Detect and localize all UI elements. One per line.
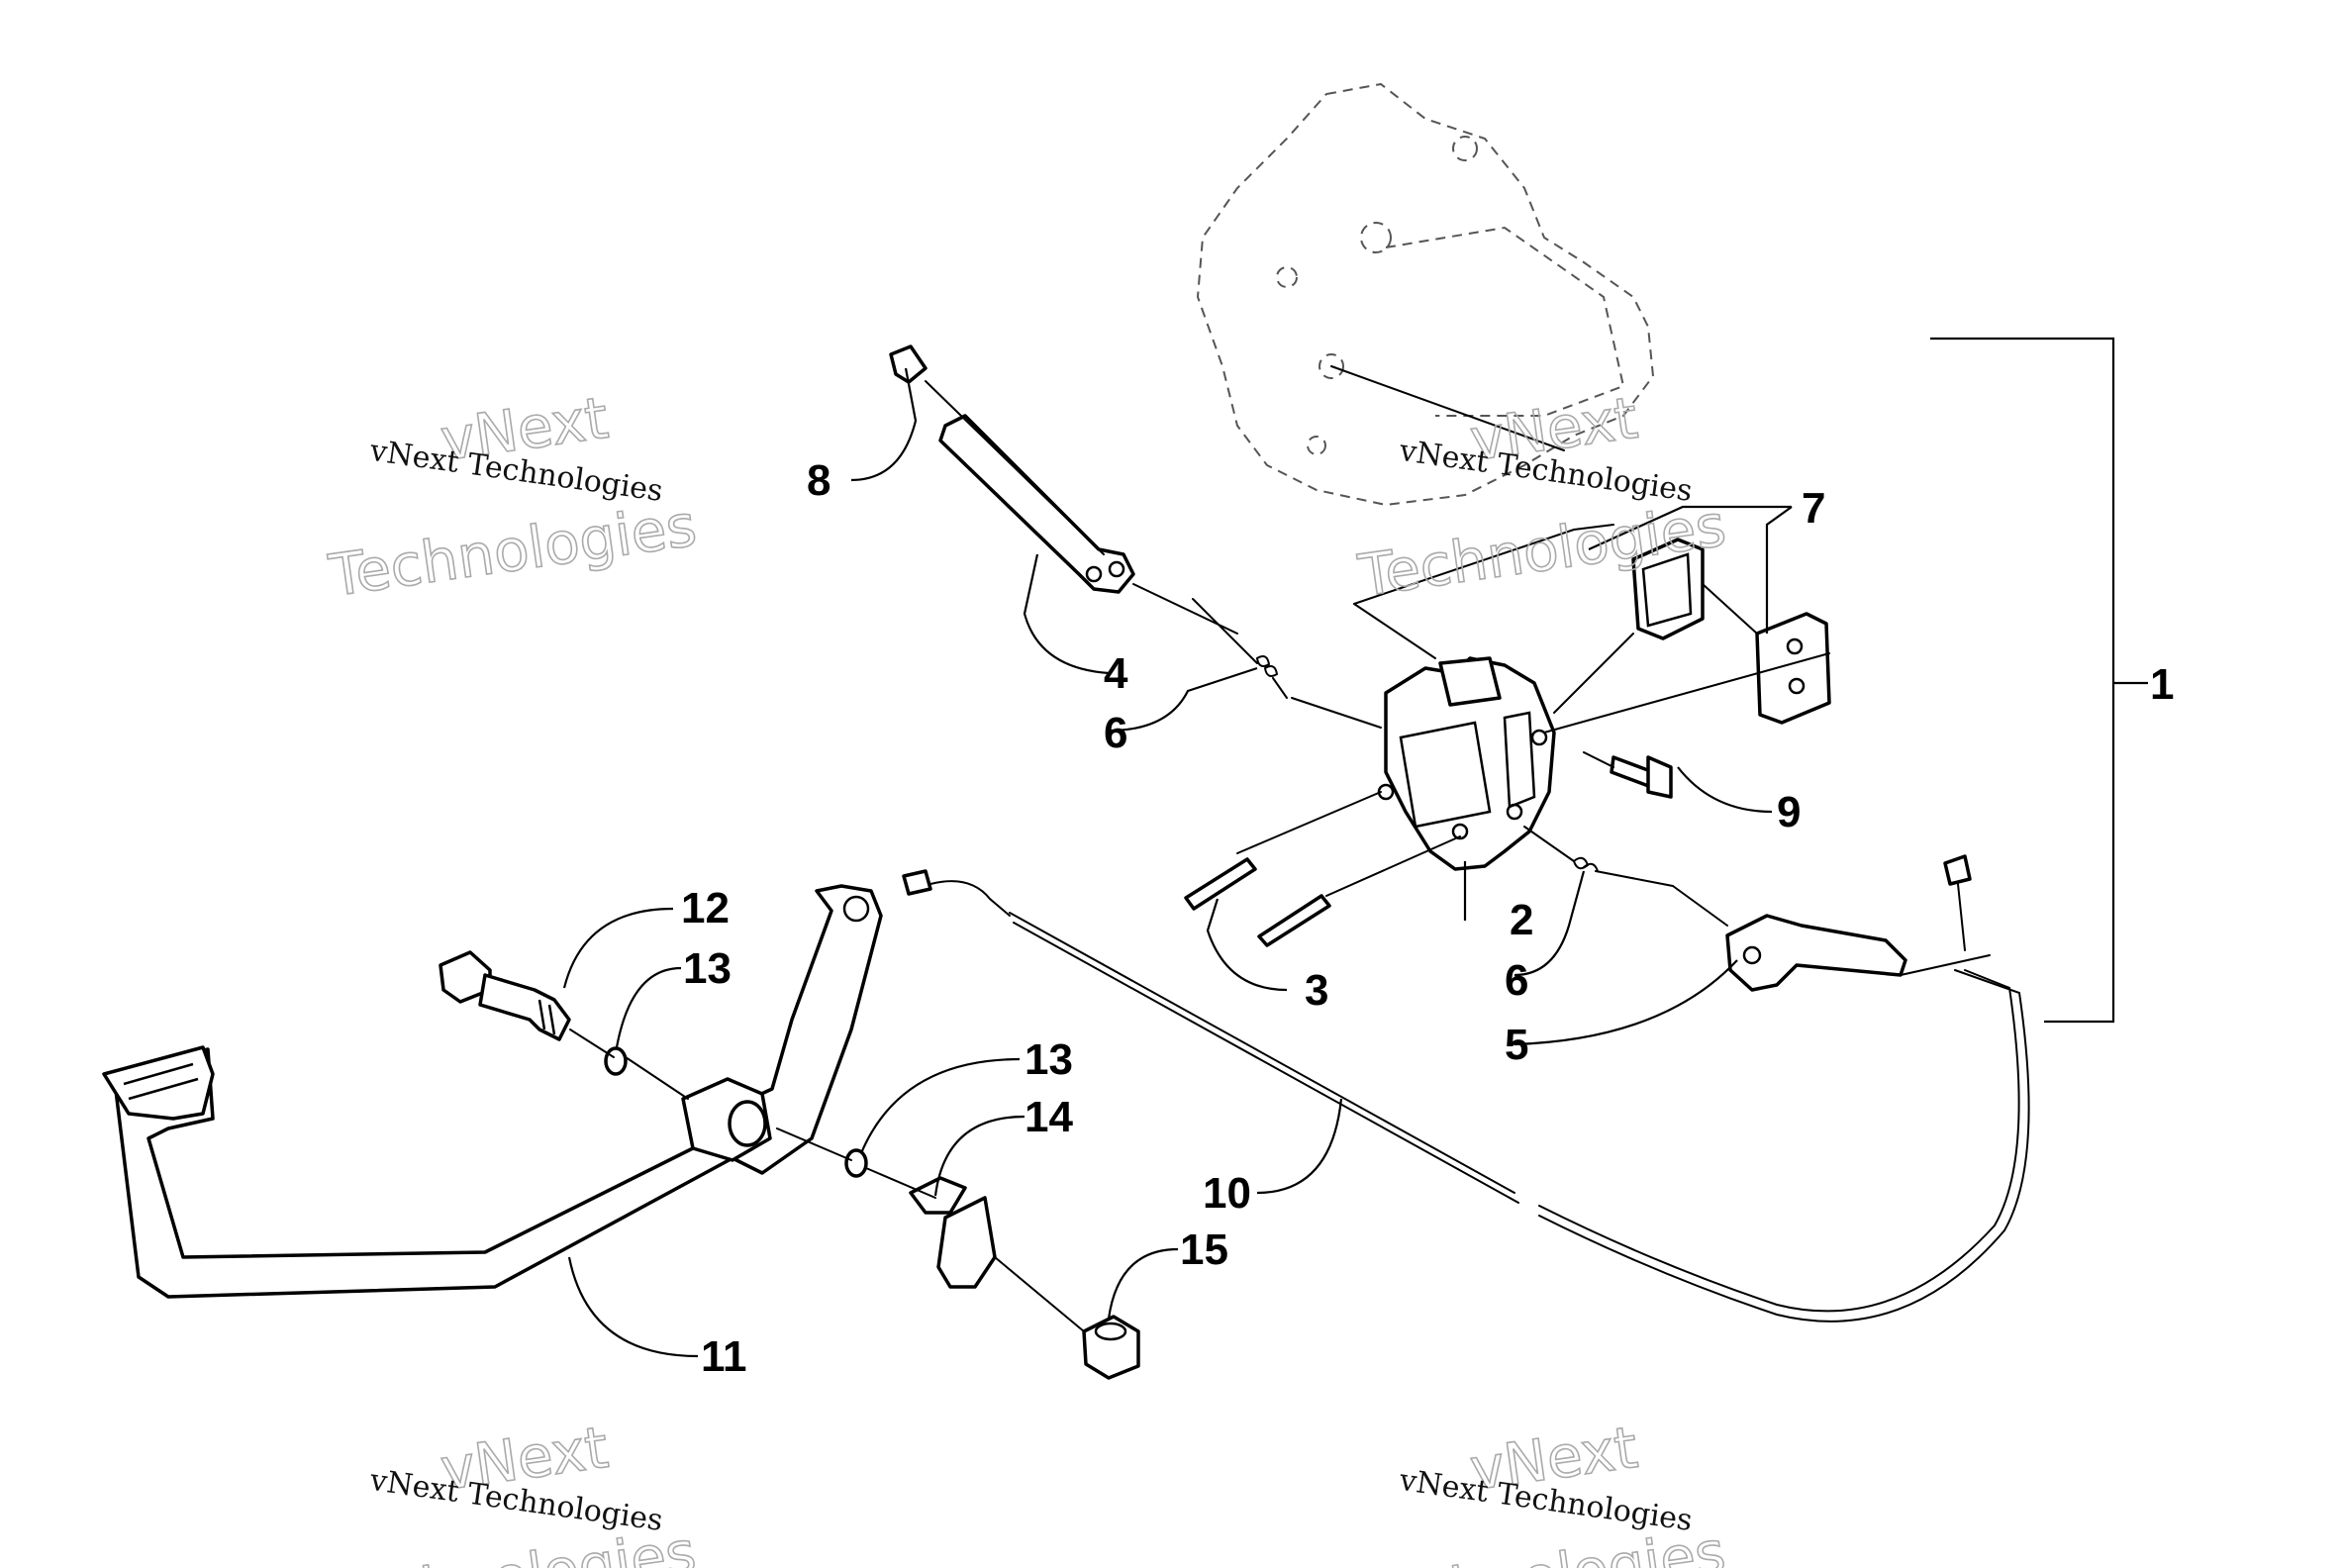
brake-caliper xyxy=(1377,656,1556,871)
callout-13-upper: 13 xyxy=(683,944,732,993)
watermark-large-text: Technologies xyxy=(1354,1519,1729,1568)
caliper-bolt xyxy=(1610,755,1673,799)
callout-7: 7 xyxy=(1802,484,1825,533)
watermark-bottom-right: vNext vNext Technologies Technologies xyxy=(1353,1413,1730,1568)
callout-5: 5 xyxy=(1505,1021,1528,1069)
callout-12: 12 xyxy=(681,884,730,932)
callout-11: 11 xyxy=(701,1332,747,1381)
lower-lever xyxy=(1725,914,1907,992)
explosion-lines xyxy=(569,380,1830,1332)
callout-6-lower: 6 xyxy=(1505,956,1528,1005)
brake-cable xyxy=(902,854,2030,1323)
callout-10: 10 xyxy=(1203,1169,1251,1218)
engine-housing-outline xyxy=(1196,82,1655,507)
watermark-large-text: Technologies xyxy=(325,491,700,609)
callout-3: 3 xyxy=(1305,966,1328,1015)
callout-9: 9 xyxy=(1777,788,1801,836)
watermark-large-text: Technologies xyxy=(325,1519,700,1568)
callout-14: 14 xyxy=(1025,1093,1073,1141)
callout-15: 15 xyxy=(1180,1225,1228,1274)
caliper-pins xyxy=(1184,857,1331,947)
brake-pads xyxy=(1631,538,1831,725)
pivot-bolt xyxy=(439,950,571,1041)
springs xyxy=(1192,598,1674,887)
leader-lines xyxy=(562,367,1793,1358)
brake-pedal xyxy=(102,884,883,1299)
callout-numbers: 1 2 3 4 5 6 6 7 8 9 10 11 12 13 13 14 15 xyxy=(681,456,2174,1381)
watermark-bottom-left: vNext vNext Technologies Technologies xyxy=(324,1413,701,1568)
return-spring xyxy=(909,1176,997,1289)
assembly-bracket xyxy=(1930,337,2148,1024)
watermark-top-left: vNext vNext Technologies Technologies xyxy=(324,383,701,611)
callout-4: 4 xyxy=(1104,649,1128,698)
callout-8: 8 xyxy=(807,456,830,505)
callout-1: 1 xyxy=(2150,660,2174,709)
pedal-nut xyxy=(1082,1315,1140,1380)
upper-lever xyxy=(889,344,1135,594)
callout-2: 2 xyxy=(1510,896,1533,944)
callout-13-lower: 13 xyxy=(1025,1035,1073,1084)
callout-6-upper: 6 xyxy=(1104,709,1127,757)
